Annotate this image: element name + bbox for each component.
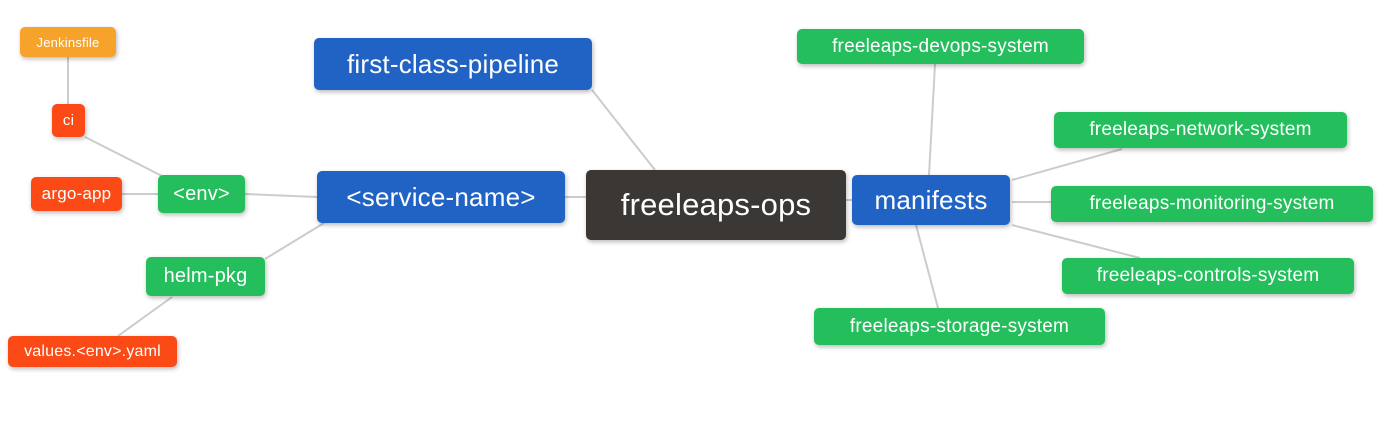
node-freeleaps-controls-system[interactable]: freeleaps-controls-system (1062, 258, 1354, 294)
edge-manifests-network (1011, 148, 1123, 181)
node-freeleaps-monitoring-system[interactable]: freeleaps-monitoring-system (1051, 186, 1373, 222)
node-values-env-yaml[interactable]: values.<env>.yaml (8, 336, 177, 367)
edge-helm-pkg-service-name (264, 222, 325, 260)
node-freeleaps-devops-system-label: freeleaps-devops-system (832, 35, 1049, 57)
node-helm-pkg-label: helm-pkg (163, 265, 248, 287)
edge-manifests-devops (928, 63, 936, 176)
node-first-class-pipeline-label: first-class-pipeline (346, 48, 560, 79)
node-freeleaps-storage-system[interactable]: freeleaps-storage-system (814, 308, 1105, 345)
node-first-class-pipeline[interactable]: first-class-pipeline (314, 38, 592, 90)
edge-manifests-storage (915, 224, 939, 309)
node-freeleaps-network-system[interactable]: freeleaps-network-system (1054, 112, 1347, 148)
node-argo-app[interactable]: argo-app (31, 177, 122, 211)
node-freeleaps-storage-system-label: freeleaps-storage-system (849, 315, 1070, 337)
node-freeleaps-devops-system[interactable]: freeleaps-devops-system (797, 29, 1084, 64)
node-manifests-label: manifests (874, 184, 988, 215)
node-values-env-yaml-label: values.<env>.yaml (24, 342, 161, 360)
node-service-name[interactable]: <service-name> (317, 171, 565, 223)
node-freeleaps-ops-label: freeleaps-ops (620, 187, 812, 222)
edge-env-service-name (244, 193, 318, 198)
edge-pipeline-ops (591, 89, 656, 171)
node-manifests[interactable]: manifests (852, 175, 1010, 225)
node-env[interactable]: <env> (158, 175, 245, 213)
node-service-name-label: <service-name> (346, 181, 536, 212)
node-jenkinsfile-label: Jenkinsfile (36, 34, 100, 50)
edge-manifests-controls (1011, 224, 1141, 259)
node-jenkinsfile[interactable]: Jenkinsfile (20, 27, 116, 57)
node-freeleaps-network-system-label: freeleaps-network-system (1089, 119, 1312, 140)
node-freeleaps-ops-root[interactable]: freeleaps-ops (586, 170, 846, 240)
node-helm-pkg[interactable]: helm-pkg (146, 257, 265, 296)
node-ci-label: ci (62, 112, 75, 129)
node-ci[interactable]: ci (52, 104, 85, 137)
node-freeleaps-controls-system-label: freeleaps-controls-system (1096, 265, 1320, 286)
node-env-label: <env> (173, 182, 230, 205)
edge-values-helm-pkg (117, 296, 173, 337)
node-argo-app-label: argo-app (41, 184, 112, 203)
edge-ci-env (84, 136, 163, 177)
node-freeleaps-monitoring-system-label: freeleaps-monitoring-system (1089, 193, 1335, 214)
